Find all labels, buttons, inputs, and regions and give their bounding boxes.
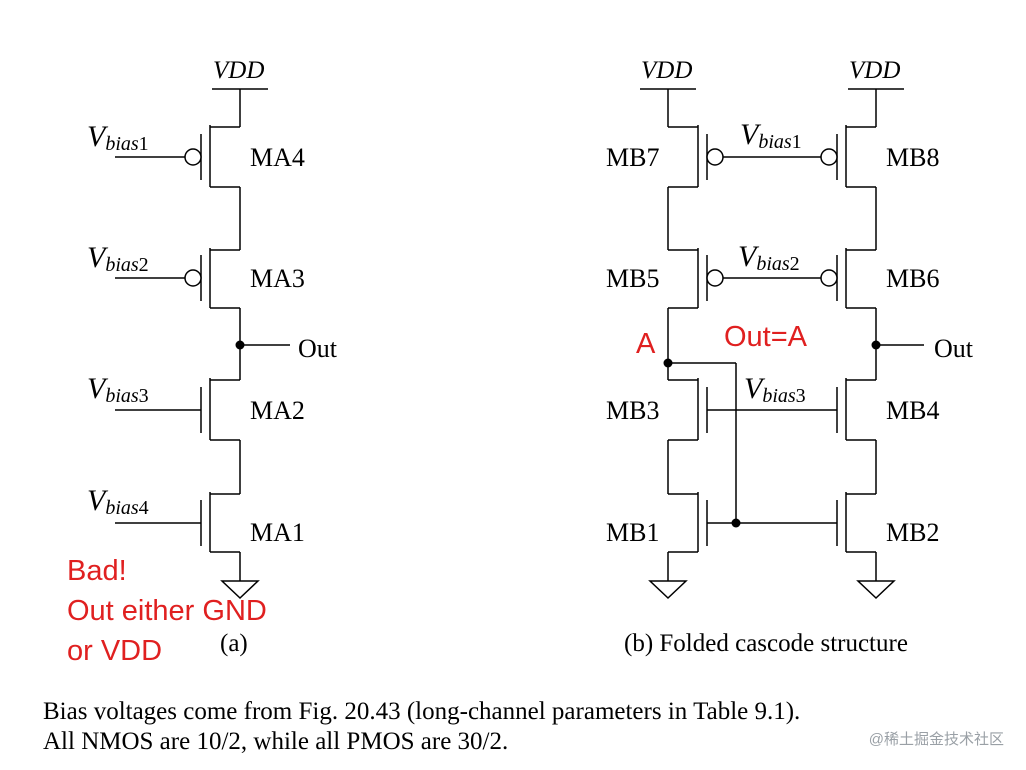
transistor-ma1 [115, 492, 240, 553]
bias4-label-a: Vbias4 [87, 484, 149, 519]
label-mb2: MB2 [886, 518, 939, 547]
transistor-mb2 [836, 492, 876, 553]
caption-a: (a) [220, 630, 248, 657]
label-mb4: MB4 [886, 396, 939, 425]
bias2-label-a: Vbias2 [87, 241, 149, 276]
transistor-ma3 [115, 248, 240, 309]
label-ma4: MA4 [250, 143, 305, 172]
bias1-label-a: Vbias1 [87, 120, 149, 155]
label-ma1: MA1 [250, 518, 305, 547]
transistor-ma2 [115, 378, 240, 441]
note-line-1: Bad! [67, 555, 127, 587]
label-mb7: MB7 [606, 143, 659, 172]
ground-symbol-b-left [648, 580, 688, 600]
caption-b: (b) Folded cascode structure [624, 630, 908, 657]
label-mb5: MB5 [606, 264, 659, 293]
vdd-label-a: VDD [213, 57, 264, 84]
transistor-mb6 [820, 248, 876, 309]
label-mb6: MB6 [886, 264, 939, 293]
out-equals-a-annotation: Out=A [724, 321, 808, 353]
bias1-label-b: Vbias1 [740, 118, 802, 153]
label-mb3: MB3 [606, 396, 659, 425]
ground-symbol-b-right [856, 580, 896, 600]
node-a-label: A [636, 328, 656, 360]
transistor-mb1 [668, 492, 708, 553]
bias3-label-a: Vbias3 [87, 372, 149, 407]
out-label-b: Out [934, 334, 974, 363]
out-label-a: Out [298, 334, 338, 363]
footer-line-1: Bias voltages come from Fig. 20.43 (long… [43, 698, 800, 725]
label-mb1: MB1 [606, 518, 659, 547]
transistor-mb8 [820, 125, 876, 188]
transistor-ma4 [115, 125, 240, 188]
footer-line-2: All NMOS are 10/2, while all PMOS are 30… [43, 728, 508, 755]
vdd-label-b-right: VDD [849, 57, 900, 84]
transistor-mb5 [668, 248, 724, 309]
note-line-3: or VDD [67, 635, 162, 667]
circuit-b: VDD VDD MB7 MB8 Vbias1 [606, 57, 974, 657]
label-ma3: MA3 [250, 264, 305, 293]
note-line-2: Out either GND [67, 595, 267, 627]
bias3-label-b: Vbias3 [744, 372, 806, 407]
transistor-mb3 [668, 378, 708, 441]
label-mb8: MB8 [886, 143, 939, 172]
watermark: @稀土掘金技术社区 [869, 731, 1004, 748]
bias2-label-b: Vbias2 [738, 240, 800, 275]
circuit-a: VDD MA4 Vbias1 MA3 Vbias2 O [67, 57, 338, 667]
ground-symbol-a [220, 580, 260, 600]
transistor-mb7 [668, 125, 724, 188]
vdd-label-b-left: VDD [641, 57, 692, 84]
label-ma2: MA2 [250, 396, 305, 425]
transistor-mb4 [836, 378, 876, 441]
